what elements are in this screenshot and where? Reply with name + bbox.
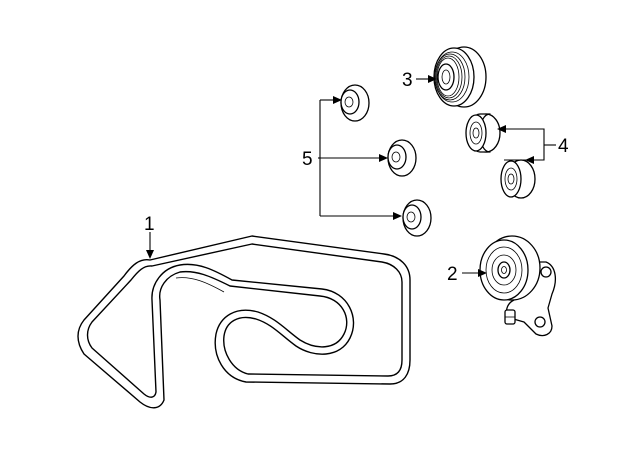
serpentine-belt[interactable] [77, 235, 411, 409]
callout-1: 1 [144, 214, 155, 235]
leader-1 [146, 232, 154, 259]
leader-2 [462, 269, 487, 277]
belt-tensioner[interactable] [479, 235, 557, 337]
callout-5: 5 [302, 149, 313, 170]
leader-5 [318, 96, 402, 220]
pulley-cap-middle[interactable] [387, 139, 417, 177]
pulley-cap-bottom[interactable] [402, 199, 432, 237]
pulley-cap-top[interactable] [340, 84, 370, 122]
callout-2: 2 [447, 264, 458, 285]
idler-pulley-lower[interactable] [500, 159, 536, 199]
callout-4: 4 [558, 136, 569, 157]
idler-pulley-upper[interactable] [465, 113, 501, 153]
leader-4 [497, 125, 556, 164]
grooved-idler-pulley[interactable] [433, 46, 487, 108]
callout-3: 3 [402, 70, 413, 91]
leader-3 [416, 75, 437, 83]
